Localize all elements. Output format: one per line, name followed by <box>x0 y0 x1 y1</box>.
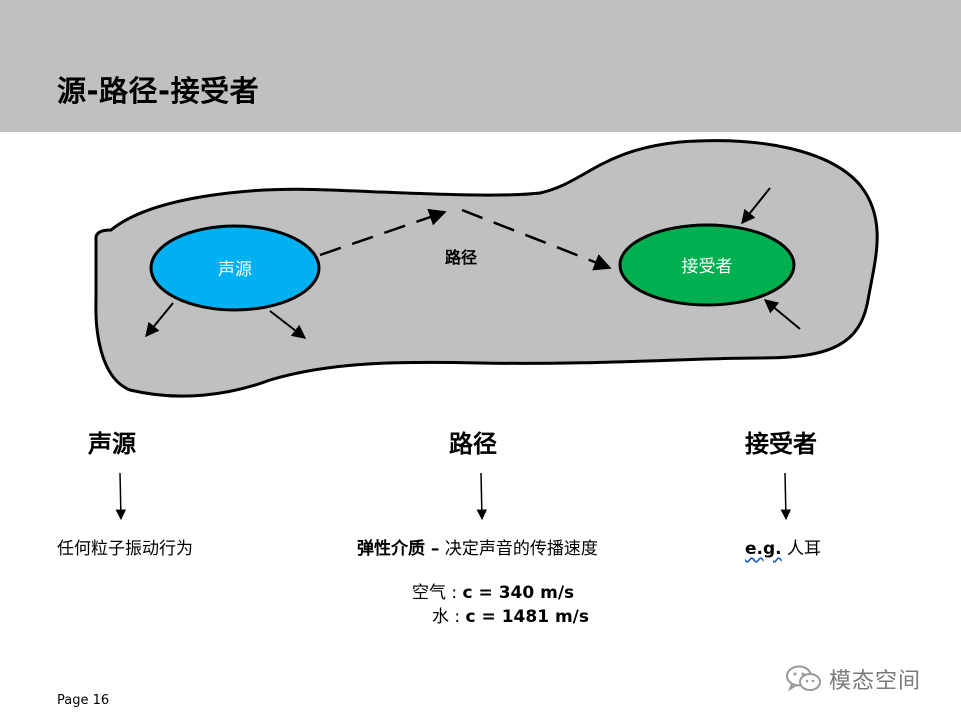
path-down-arrow <box>476 472 488 521</box>
path-description: 弹性介质 – 决定声音的传播速度 <box>357 534 598 559</box>
receiver-incoming-arrow-bottom <box>763 299 801 330</box>
path-arrow-up <box>319 208 447 257</box>
receiver-heading: 接受者 <box>745 430 817 458</box>
page-number: Page 16 <box>57 693 110 708</box>
receiver-incoming-arrow-top <box>741 187 771 225</box>
receiver-description: e.g. 人耳 <box>745 534 821 559</box>
path-description-bold: 弹性介质 – <box>357 539 440 559</box>
source-label: 声源 <box>218 260 252 280</box>
receiver-description-text: 人耳 <box>787 539 822 559</box>
path-description-rest: 决定声音的传播速度 <box>444 539 598 559</box>
air-speed: 空气 : c = 340 m/s <box>412 578 574 603</box>
eg-abbrev: e.g. <box>745 539 782 559</box>
receiver-down-arrow <box>780 472 792 521</box>
source-radiate-arrow-left <box>145 302 174 338</box>
slide-title: 源-路径-接受者 <box>57 74 260 108</box>
watermark-text: 模态空间 <box>829 669 922 694</box>
watermark: 模态空间 <box>785 662 921 696</box>
path-label: 路径 <box>445 248 477 267</box>
air-label: 空气 : <box>412 583 458 603</box>
source-ellipse <box>149 224 321 312</box>
source-heading: 声源 <box>88 430 136 458</box>
receiver-label: 接受者 <box>682 257 733 277</box>
water-value: c = 1481 m/s <box>465 607 589 627</box>
path-heading: 路径 <box>449 430 497 458</box>
source-radiate-arrow-right <box>269 310 307 339</box>
header-band: 源-路径-接受者 <box>0 0 961 132</box>
water-speed: 水 : c = 1481 m/s <box>432 602 589 627</box>
air-value: c = 340 m/s <box>462 583 575 603</box>
wechat-icon <box>786 665 821 692</box>
source-description: 任何粒子振动行为 <box>57 539 193 559</box>
water-label: 水 : <box>432 607 461 627</box>
path-arrow-down <box>461 208 612 271</box>
source-down-arrow <box>115 472 127 521</box>
receiver-ellipse <box>618 223 796 307</box>
